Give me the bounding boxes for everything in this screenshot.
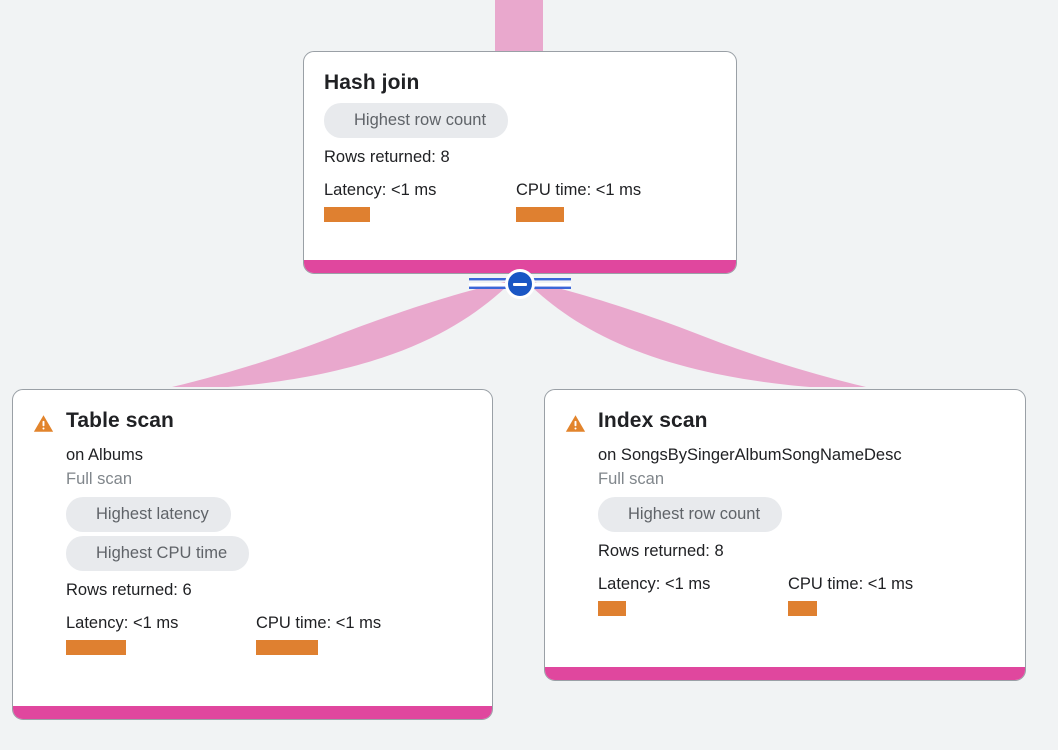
edge-incoming-hash-join [495, 0, 543, 54]
minus-icon [513, 282, 527, 286]
node-scan-type: Full scan [598, 470, 665, 488]
cpu-time-bar [256, 640, 318, 655]
node-chips: Highest row count [598, 497, 1005, 532]
edge-hash-join-to-index-scan [533, 282, 866, 387]
node-accent-bar [545, 667, 1025, 680]
collapse-toggle-button[interactable] [505, 269, 535, 299]
node-details: Highest row count Rows returned: 8 Laten… [324, 103, 716, 222]
chip-highest-row-count[interactable]: Highest row count [598, 497, 783, 532]
plan-node-table-scan[interactable]: Table scan on Albums Full scan Highest l… [12, 389, 493, 720]
node-content: Index scan on SongsBySingerAlbumSongName… [545, 390, 1025, 680]
node-content: Table scan on Albums Full scan Highest l… [13, 390, 492, 719]
node-scan-type: Full scan [66, 470, 133, 488]
plan-node-hash-join[interactable]: Hash join Highest row count Rows returne… [303, 51, 737, 274]
chip-highest-latency[interactable]: Highest latency [66, 497, 231, 532]
node-subtitle: on SongsBySingerAlbumSongNameDesc [598, 446, 902, 464]
node-header: Table scan [33, 408, 472, 434]
node-title: Table scan [66, 409, 174, 432]
cpu-time-label: CPU time: <1 ms [788, 575, 914, 593]
latency-metric: Latency: <1 ms [324, 180, 516, 222]
warning-triangle-icon [565, 415, 586, 432]
node-subtitle: on Albums [66, 446, 144, 464]
node-metrics: Latency: <1 ms CPU time: <1 ms [324, 180, 716, 222]
node-details: on Albums Full scan Highest latency High… [33, 444, 472, 655]
cpu-time-label: CPU time: <1 ms [256, 614, 382, 632]
cpu-metric: CPU time: <1 ms [788, 574, 913, 616]
node-metrics: Latency: <1 ms CPU time: <1 ms [66, 613, 472, 655]
cpu-metric: CPU time: <1 ms [256, 613, 381, 655]
node-title: Hash join [324, 71, 420, 94]
node-chips: Highest latency Highest CPU time [66, 497, 472, 571]
latency-label: Latency: <1 ms [66, 614, 179, 632]
cpu-time-label: CPU time: <1 ms [516, 181, 642, 199]
warning-triangle-icon [33, 415, 54, 432]
node-header: Hash join [324, 70, 716, 96]
node-details: on SongsBySingerAlbumSongNameDesc Full s… [565, 444, 1005, 616]
latency-label: Latency: <1 ms [598, 575, 711, 593]
cpu-time-bar [788, 601, 817, 616]
node-accent-bar [13, 706, 492, 719]
node-header: Index scan [565, 408, 1005, 434]
latency-label: Latency: <1 ms [324, 181, 437, 199]
node-metrics: Latency: <1 ms CPU time: <1 ms [598, 574, 1005, 616]
chip-highest-cpu-time[interactable]: Highest CPU time [66, 536, 250, 571]
node-accent-bar [304, 260, 736, 273]
rows-returned-label: Rows returned: 6 [66, 581, 192, 599]
edge-hash-join-to-table-scan [172, 282, 505, 387]
rows-returned-label: Rows returned: 8 [598, 542, 724, 560]
node-content: Hash join Highest row count Rows returne… [304, 52, 736, 273]
latency-metric: Latency: <1 ms [66, 613, 256, 655]
chip-highest-row-count[interactable]: Highest row count [324, 103, 509, 138]
rows-returned-label: Rows returned: 8 [324, 148, 450, 166]
latency-bar [324, 207, 370, 222]
cpu-metric: CPU time: <1 ms [516, 180, 641, 222]
node-title: Index scan [598, 409, 708, 432]
latency-bar [66, 640, 126, 655]
latency-bar [598, 601, 626, 616]
plan-node-index-scan[interactable]: Index scan on SongsBySingerAlbumSongName… [544, 389, 1026, 681]
cpu-time-bar [516, 207, 564, 222]
latency-metric: Latency: <1 ms [598, 574, 788, 616]
node-chips: Highest row count [324, 103, 716, 138]
